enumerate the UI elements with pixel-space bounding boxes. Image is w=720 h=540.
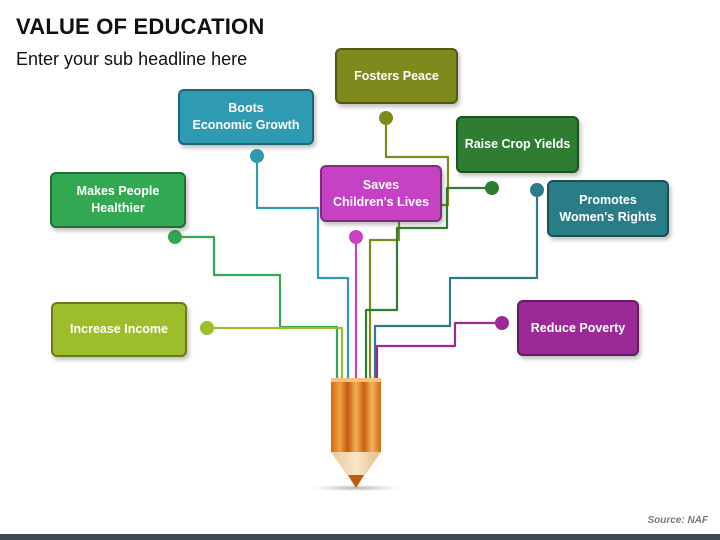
fosters-peace-label: Fosters Peace	[354, 68, 439, 83]
page-title: VALUE OF EDUCATION	[16, 14, 265, 39]
reduce-poverty-label: Reduce Poverty	[530, 320, 626, 335]
promotes-womens-rights-label: Promotes Women's Rights	[559, 192, 657, 224]
dot-fosters-peace	[379, 111, 393, 125]
increase-income-label: Increase Income	[70, 322, 168, 336]
saves-childrens-lives-box: Saves Children's Lives	[320, 165, 442, 222]
boots-economic-growth-label: Boots Economic Growth	[192, 101, 300, 132]
raise-crop-yields-label: Raise Crop Yields	[464, 137, 571, 151]
fosters-peace-box: Fosters Peace	[335, 48, 458, 104]
footer-bar	[0, 534, 720, 540]
connector-makes-people-healthier	[175, 235, 339, 380]
connector-reduce-poverty	[375, 321, 502, 380]
connector-fosters-peace	[368, 118, 450, 380]
connector-increase-income	[207, 326, 344, 380]
connector-raise-crop-yields	[364, 186, 492, 380]
dot-raise-crop-yields	[485, 181, 499, 195]
connector-boots-economic-growth	[255, 156, 350, 380]
saves-childrens-lives-label: Saves Children's Lives	[332, 177, 430, 209]
dot-increase-income	[200, 321, 214, 335]
page-subtitle: Enter your sub headline here	[16, 49, 248, 69]
dot-saves-childrens-lives	[349, 230, 363, 244]
makes-people-healthier-label: Makes People Healthier	[76, 184, 160, 215]
pencil-icon	[308, 378, 404, 492]
increase-income-box: Increase Income	[51, 302, 187, 357]
boots-economic-growth-box: Boots Economic Growth	[178, 89, 314, 145]
promotes-womens-rights-box: Promotes Women's Rights	[547, 180, 669, 237]
source-note: Source: NAF	[647, 515, 708, 526]
dot-reduce-poverty	[495, 316, 509, 330]
dot-makes-people-healthier	[168, 230, 182, 244]
raise-crop-yields-box: Raise Crop Yields	[456, 116, 579, 173]
dot-promotes-womens-rights	[530, 183, 544, 197]
reduce-poverty-box: Reduce Poverty	[517, 300, 639, 356]
makes-people-healthier-box: Makes People Healthier	[50, 172, 186, 228]
dot-boots-economic-growth	[250, 149, 264, 163]
connector-promotes-womens-rights	[373, 190, 539, 380]
